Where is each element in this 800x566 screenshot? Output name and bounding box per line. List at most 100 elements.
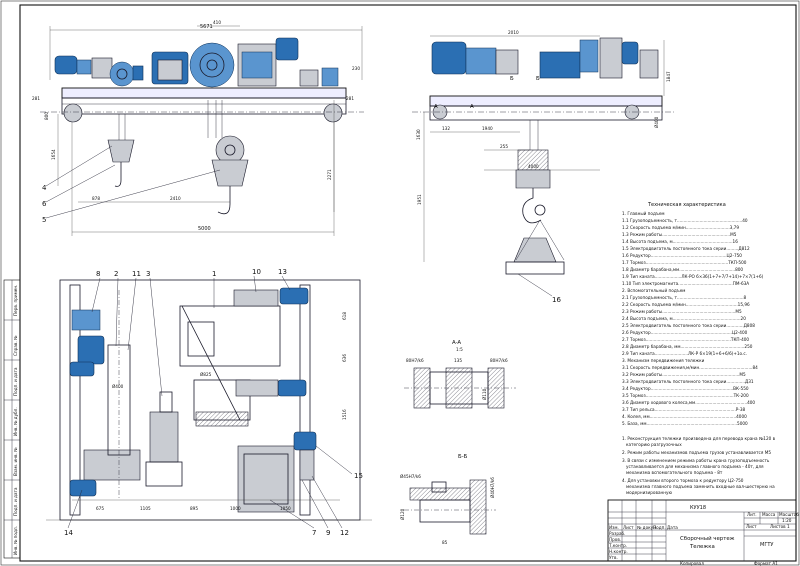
plan-brake-mid	[277, 379, 307, 397]
margin-label: Подп. и дата	[13, 367, 18, 396]
title-block-copied: Копировал	[680, 561, 704, 566]
callout-3: 3	[146, 270, 150, 278]
plan-main-frame	[179, 305, 281, 367]
spec-line: 1.2 Скорость подъема м/мин..............…	[622, 225, 739, 230]
main-hook	[217, 186, 231, 215]
spec-line: 1.5 Электродвигатель постоянного тока се…	[622, 246, 750, 251]
note-line: механизма главного подъема заменить вход…	[626, 484, 775, 489]
side-drum-housing	[539, 51, 581, 79]
section-bb-fit-right: Ø40H7/k6	[490, 477, 495, 498]
section-bb-title: Б-Б	[458, 454, 468, 460]
spec-line: 1. Главный подъем	[622, 211, 665, 216]
section-aa-scale: 1:5	[456, 347, 463, 352]
wheel-right	[323, 103, 343, 123]
note-line: категорию разгрузочных	[626, 442, 682, 447]
plan-travel-motor-top	[77, 335, 105, 365]
spec-line: 3.3 Электродвигатель постоянного тока се…	[622, 379, 754, 384]
side-motor	[431, 41, 467, 75]
spec-line: 3. Механизм передвижения тележки	[622, 358, 705, 363]
title-block: КУУ18 Изм. Лист № докум. Подп. Дата Разр…	[607, 499, 799, 566]
margin-label: Инв. № дубл.	[13, 407, 18, 436]
note-line: 1. Реконструкция тележки произведена для…	[622, 436, 776, 441]
dim-1000: 1000	[230, 506, 241, 511]
main-hook-block	[211, 159, 249, 187]
technical-specs: Техническая характеристика 1. Главный по…	[622, 202, 764, 426]
title-block-sheets-label: Листов 1	[770, 524, 790, 529]
spec-line: 1.9 Тип каната....................ЛК-РО …	[622, 274, 764, 279]
trolley-frame	[61, 87, 347, 99]
spec-line: 3.7 Тип рельса..........................…	[622, 407, 745, 412]
spec-line: 1.1 Грузоподъемность, т.................…	[622, 218, 748, 223]
dim-2010: 2010	[508, 30, 519, 35]
left-margin-stamp: Перв. примен. Справ. № Подп. и дата Инв.…	[3, 279, 21, 559]
spec-line: 5. База, мм.............................…	[622, 421, 748, 426]
section-aa-fit-right: 80H7/k6	[490, 358, 508, 363]
dim-132: 132	[442, 126, 450, 131]
margin-label: Перв. примен.	[13, 285, 18, 316]
spec-line: 2.6 Редуктор............................…	[622, 330, 748, 335]
specs-title: Техническая характеристика	[647, 202, 726, 208]
section-aa-fit-left: 80H7/k6	[406, 358, 424, 363]
callout-14: 14	[64, 529, 73, 537]
title-block-org: МГТУ	[760, 542, 773, 548]
dim-410: 410	[213, 20, 221, 25]
spec-line: 2.3 Режим работы........................…	[622, 309, 742, 314]
plan-main-motor	[293, 431, 317, 451]
side-view: 2010 1847 Ø400 1940 132 255 4000 1951 16…	[412, 30, 676, 304]
main-motor	[275, 37, 299, 61]
aux-motor	[54, 55, 78, 75]
callout-7: 7	[312, 529, 316, 537]
spec-line: 2.9 Тип каната.........................Л…	[622, 351, 747, 356]
callout-1: 1	[212, 270, 216, 278]
title-block-row-label: Изм.	[609, 525, 619, 530]
title-block-row-label: Утв.	[609, 555, 618, 560]
callout-10: 10	[252, 268, 261, 276]
lifting-magnet	[513, 237, 557, 263]
title-block-scale-label: Масштаб	[779, 512, 799, 517]
section-mark-b-left: Б	[510, 76, 514, 82]
spec-line: 2.1 Грузоподъемность, т.................…	[622, 295, 747, 300]
section-aa-d135: 135	[454, 358, 462, 363]
margin-label: Инв. № подл.	[13, 526, 18, 555]
plan-view: Ø400 Ø825 675 1105 895 1000 1050 1516 61…	[46, 268, 372, 537]
callout-4: 4	[42, 184, 47, 192]
section-a-a: A-A 1:5 80H7/k6 80H7/k6 135 Ø110	[404, 340, 516, 409]
dim-2271: 2271	[327, 169, 332, 180]
dim-1630: 1630	[416, 129, 421, 140]
side-hook-block	[515, 169, 551, 189]
margin-label: Взам. инв. №	[13, 447, 18, 476]
title-block-row-label: Лист	[623, 525, 634, 530]
section-bb-d120: Ø120	[400, 508, 405, 520]
section-mark-a-left: А	[434, 104, 438, 110]
callout-8: 8	[96, 270, 100, 278]
dim-2410: 2410	[170, 196, 181, 201]
spec-line: 2.2 Скорость подъема м/мин..............…	[622, 302, 750, 307]
dim-825: Ø825	[200, 372, 212, 377]
section-aa-title: A-A	[452, 340, 461, 346]
dim-281-left: 281	[32, 96, 40, 101]
callout-6: 6	[42, 200, 47, 208]
spec-line: 1.4 Высота подъема, м...................…	[622, 239, 738, 244]
spec-line: 2. Вспомогательный подъем	[622, 288, 685, 293]
callout-11: 11	[132, 270, 141, 278]
note-line: устанавливается для механизма главного п…	[626, 464, 764, 469]
callout-2: 2	[114, 270, 118, 278]
section-b-b: Б-Б Ø45H7/k6 Ø40H7/k6 Ø120 85	[400, 454, 496, 545]
section-bb-fit-left: Ø45H7/k6	[400, 474, 421, 479]
spec-line: 3.6 Диаметр ходового колеса,мм..........…	[622, 400, 755, 405]
margin-label: Справ. №	[13, 335, 18, 356]
wheel-left	[63, 103, 83, 123]
main-drum	[189, 42, 235, 88]
dim-1940: 1940	[482, 126, 493, 131]
spec-line: 4. Колея, мм............................…	[622, 414, 747, 419]
callout-12: 12	[340, 529, 349, 537]
spec-line: 1.8 Диаметр барабана,мм.................…	[622, 267, 743, 272]
plan-brake-top	[279, 287, 309, 305]
dim-1847: 1847	[666, 71, 671, 82]
dim-400-plan: Ø400	[112, 384, 124, 389]
dim-281-right: 281	[346, 96, 354, 101]
spec-line: 1.10 Тип электромагнита.................…	[622, 281, 749, 286]
title-block-title: Сборочный чертеж	[680, 535, 735, 542]
title-block-format: Формат А1	[754, 561, 778, 566]
